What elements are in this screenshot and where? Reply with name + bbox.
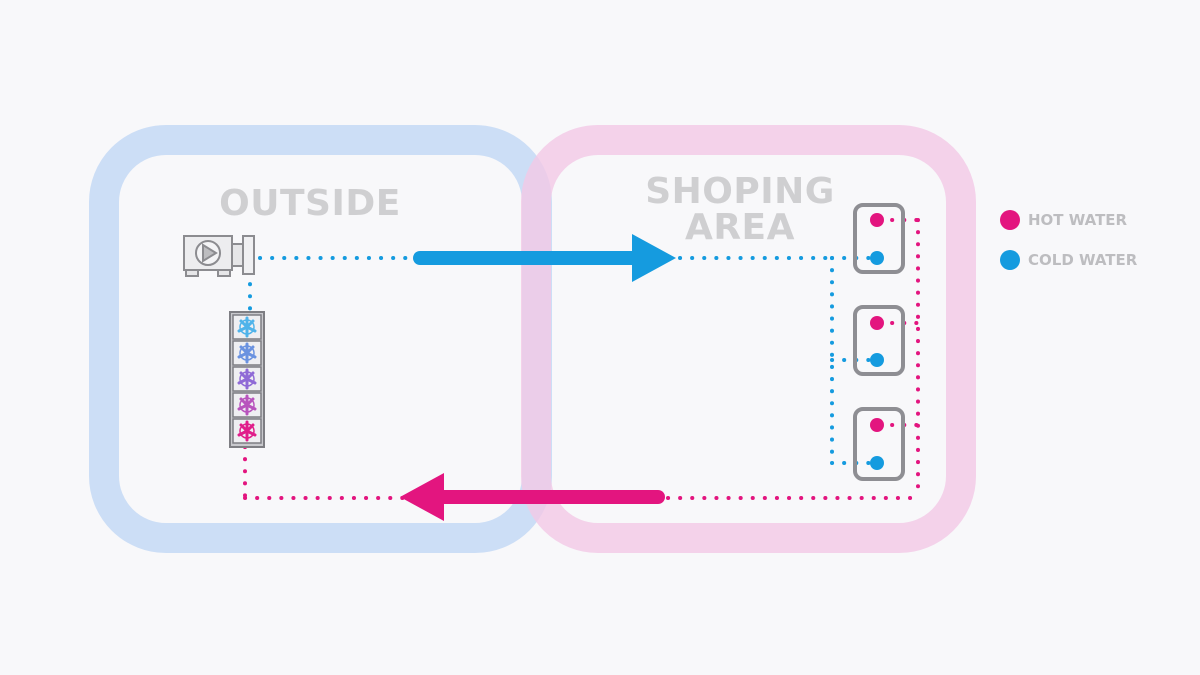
cold-water-port	[870, 456, 884, 470]
legend-label-hot-water: HOT WATER	[1028, 211, 1128, 229]
legend-item-cold-water: COLD WATER	[1000, 248, 1137, 272]
legend-label-cold-water: COLD WATER	[1028, 251, 1138, 269]
outside-region-label: OUTSIDE	[219, 183, 401, 224]
hot-water-port	[870, 316, 884, 330]
shopping-area-region-label: SHOPING AREA	[645, 171, 835, 248]
hot-return-arrow	[400, 473, 665, 521]
hot-water-port	[870, 213, 884, 227]
terminal-unit-1	[853, 203, 905, 274]
cold-water-swatch	[1000, 250, 1020, 270]
cold-supply-arrow	[413, 234, 676, 282]
pump-icon	[183, 235, 255, 277]
shopping-area-region-boundary	[521, 125, 976, 553]
hot-water-port	[870, 418, 884, 432]
hot-water-piping	[243, 218, 920, 500]
cold-water-port	[870, 251, 884, 265]
hot-water-swatch	[1000, 210, 1020, 230]
terminal-unit-2	[853, 305, 905, 376]
cooling-tower-icon	[229, 311, 265, 448]
legend-item-hot-water: HOT WATER	[1000, 208, 1127, 232]
cold-water-piping	[248, 256, 878, 465]
cold-water-port	[870, 353, 884, 367]
terminal-unit-3	[853, 407, 905, 481]
